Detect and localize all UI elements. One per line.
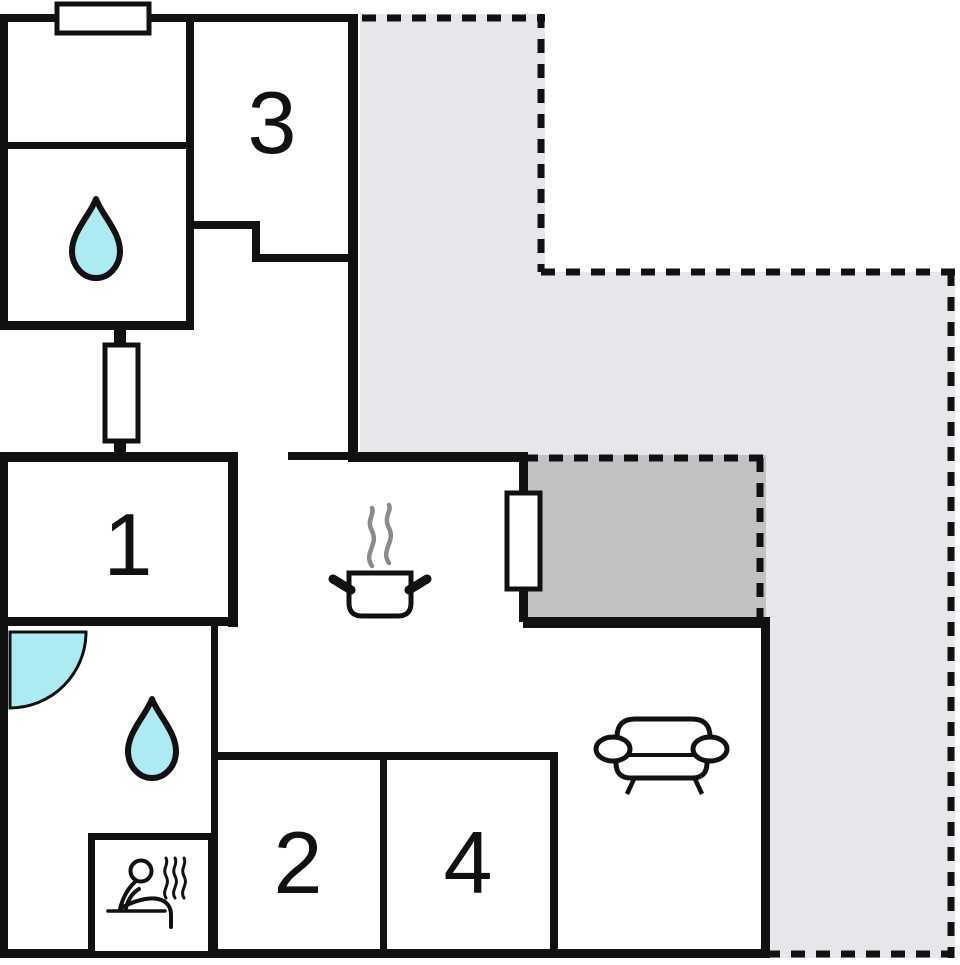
window-icon (54, 1, 152, 36)
water-drop-icon (125, 696, 179, 781)
covered-terrace-area (524, 455, 766, 622)
outdoor-area-light (360, 14, 955, 958)
steam-icon (366, 502, 393, 569)
sauna-icon (106, 856, 187, 929)
wall-top-left (0, 14, 58, 22)
wall-building-right (761, 617, 770, 958)
wall-room4-right (550, 752, 558, 954)
wall-top-mid (148, 14, 358, 22)
water-drop-icon (69, 196, 123, 281)
wall-left-upper (0, 14, 8, 330)
wall-interior-vert (211, 620, 218, 958)
wall-vert-left-rooms (186, 14, 194, 330)
wall-terrace-bottom (523, 617, 770, 628)
room-label-3: 3 (248, 73, 297, 172)
wall-room1-bottom (4, 617, 238, 626)
room-label-2: 2 (274, 813, 323, 912)
wall-room3-step-h2 (252, 254, 354, 262)
cooking-pot-icon (328, 502, 432, 619)
wall-room1-top (0, 452, 238, 462)
wall-kitchen-top-left (288, 452, 358, 460)
wall-room24-divider (380, 752, 387, 954)
window-icon (504, 490, 543, 592)
room-label-4: 4 (444, 813, 493, 912)
sofa-icon (593, 716, 730, 795)
wall-bath1-bottom (0, 321, 192, 330)
wall-kitchen-top-right (358, 452, 528, 462)
door-icon (102, 342, 141, 444)
wall-main-vertical (348, 14, 358, 462)
wall-room1-right (228, 452, 238, 627)
sauna-room (88, 833, 215, 958)
wall-room3-step-h1 (186, 221, 260, 229)
wall-left-lower (0, 452, 8, 958)
wall-divider-bath1 (4, 142, 192, 149)
door-swing-icon (8, 630, 88, 710)
room-label-1: 1 (104, 495, 153, 594)
wall-room3-step-v (252, 221, 260, 262)
